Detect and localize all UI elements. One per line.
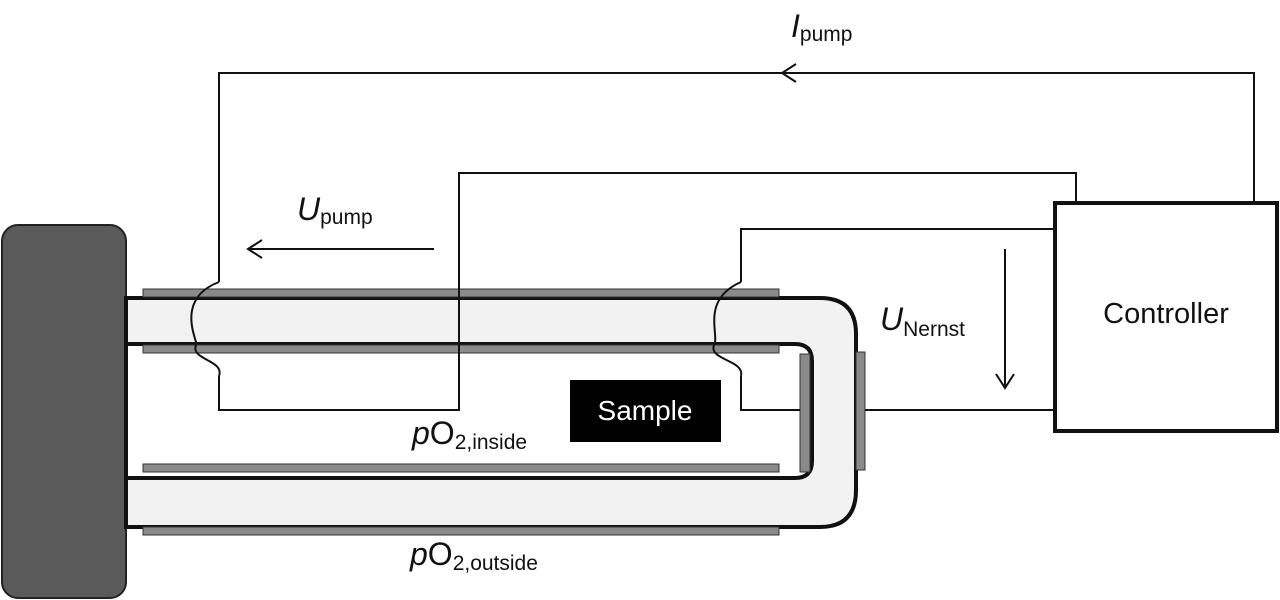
arrow-u-pump (246, 239, 434, 259)
wire-break-left (190, 281, 221, 377)
u-nernst-label: UNernst (880, 301, 965, 341)
wire-u-pump (218, 172, 1077, 411)
arrows (246, 63, 1015, 390)
electrode-inner-bottom (142, 463, 780, 473)
po2-outside-label: pO2,outside (409, 536, 538, 575)
wire-nernst-return (740, 376, 800, 411)
wire-i-pump (218, 72, 1255, 282)
wire-break-right (712, 281, 743, 377)
electrode-outer-top (142, 288, 780, 298)
sample-box (570, 380, 721, 442)
arrow-i-pump (780, 63, 1000, 83)
flange (1, 224, 127, 599)
u-pump-label: Upump (297, 191, 373, 229)
sample-label: Sample (598, 395, 693, 426)
electrode-outer-end (855, 351, 866, 471)
wire-u-nernst (740, 228, 1055, 282)
wiring (190, 72, 1255, 411)
controller-box (1053, 201, 1279, 433)
arrow-u-nernst (995, 249, 1015, 390)
i-pump-label: Ipump (791, 8, 852, 46)
po2-inside-label: pO2,inside (411, 415, 527, 454)
electrode-inner-end (799, 353, 811, 473)
electrode-outer-bottom (142, 526, 780, 536)
controller-label: Controller (1103, 298, 1229, 330)
inner-tube (124, 342, 814, 480)
electrode-inner-top (142, 344, 780, 354)
